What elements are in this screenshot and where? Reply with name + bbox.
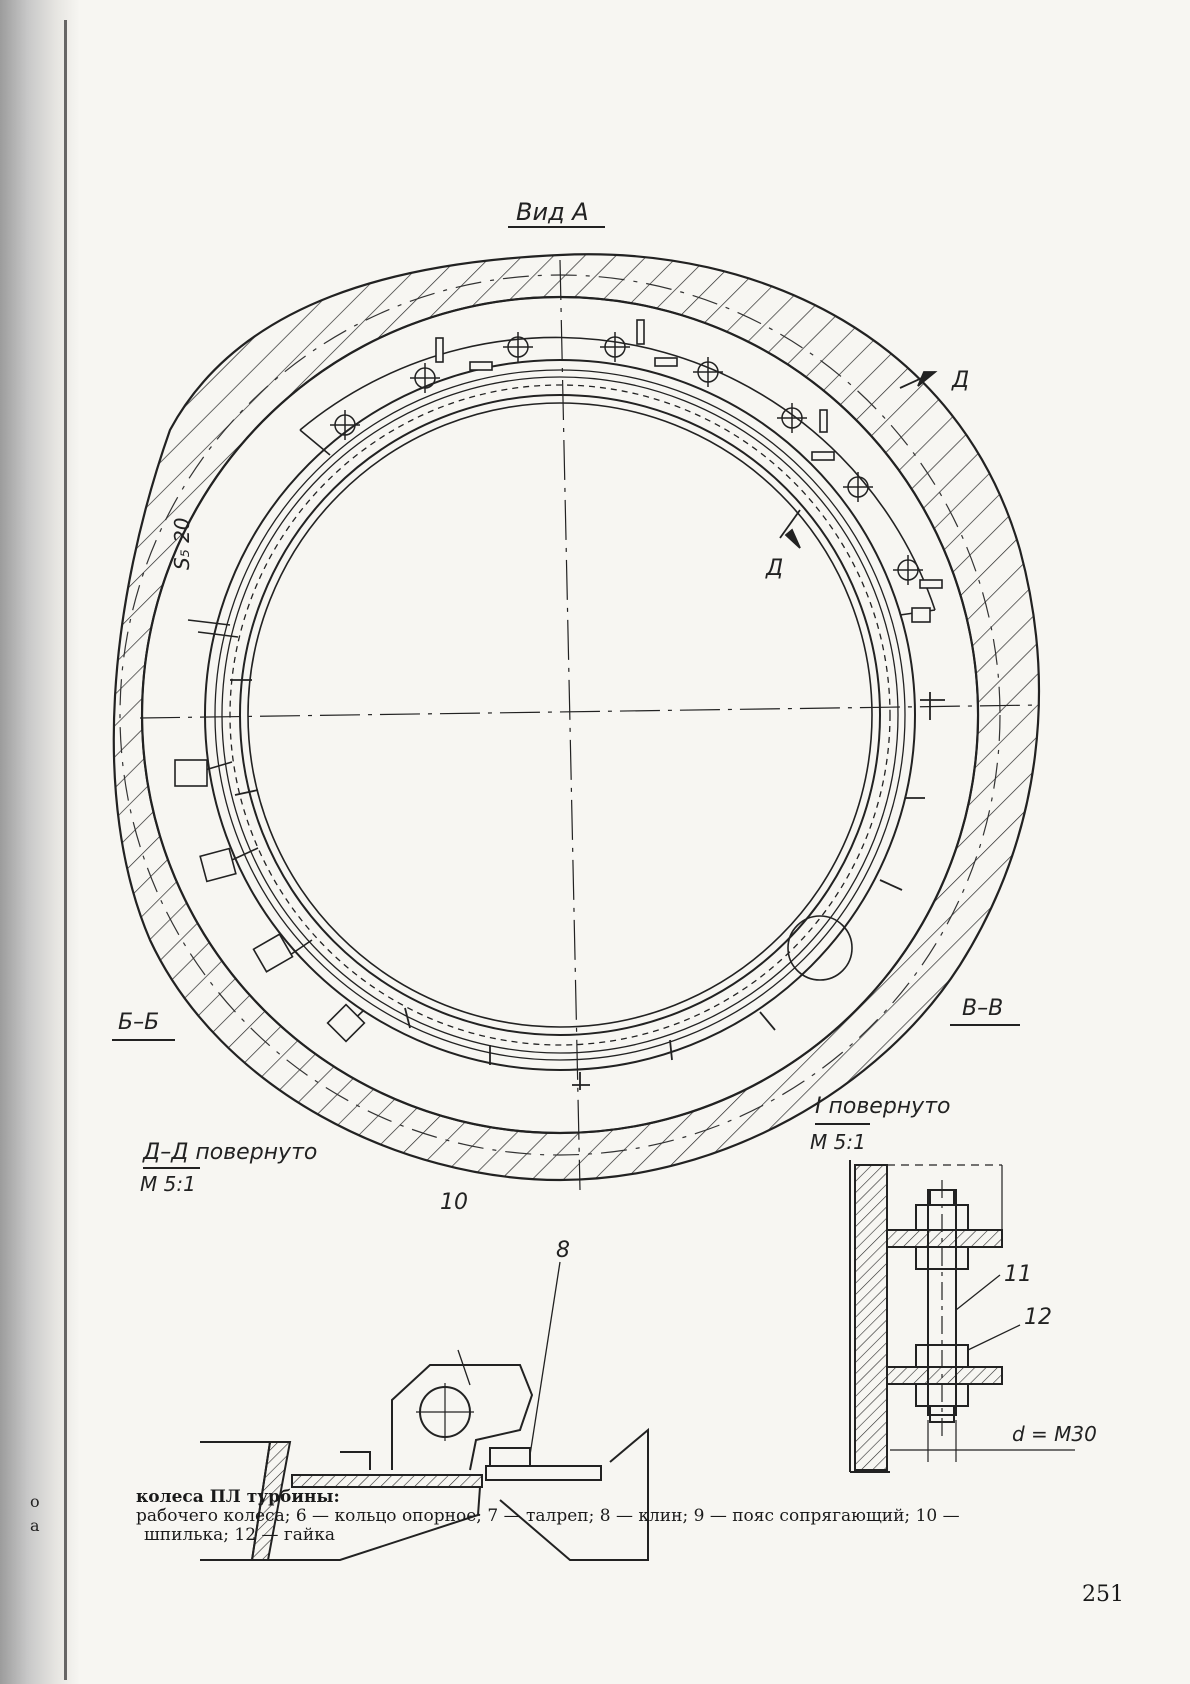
- caption-line-1: колеса ПЛ турбины:: [136, 1488, 1136, 1507]
- detail-dd-scale: М 5:1: [140, 1172, 196, 1196]
- callout-10: 10: [440, 1190, 468, 1215]
- weld-symbol: S₅ 20: [170, 517, 194, 570]
- callout-12: 12: [1024, 1305, 1052, 1330]
- callout-8: 8: [556, 1238, 570, 1263]
- figure-caption: колеса ПЛ турбины: рабочего колеса; 6 — …: [136, 1488, 1136, 1545]
- section-d-mark-top: Д: [952, 368, 969, 393]
- detail-i-title: I повернуто: [815, 1094, 950, 1119]
- main-view-title: Вид А: [516, 198, 589, 226]
- detail-i-circle: [788, 916, 852, 980]
- detail-dd-title: Д–Д повернуто: [143, 1140, 317, 1165]
- weld-leader: [188, 620, 238, 637]
- section-v-label: В–В: [962, 996, 1003, 1021]
- caption-line-3: шпилька; 12 — гайка: [136, 1526, 1136, 1545]
- caption-line-2: рабочего колеса; 6 — кольцо опорное; 7 —…: [136, 1507, 1136, 1526]
- section-d-mark-bottom: Д: [766, 556, 783, 581]
- detail-i-drawing: [815, 1124, 1075, 1472]
- detail-i-scale: М 5:1: [810, 1130, 866, 1154]
- callout-11: 11: [1004, 1262, 1032, 1287]
- margin-fragment: о: [30, 1492, 40, 1511]
- page-number: 251: [1082, 1582, 1124, 1607]
- margin-fragment: а: [30, 1516, 40, 1535]
- section-b-label: Б–Б: [118, 1010, 159, 1035]
- thread-dimension: d = М30: [1012, 1422, 1097, 1446]
